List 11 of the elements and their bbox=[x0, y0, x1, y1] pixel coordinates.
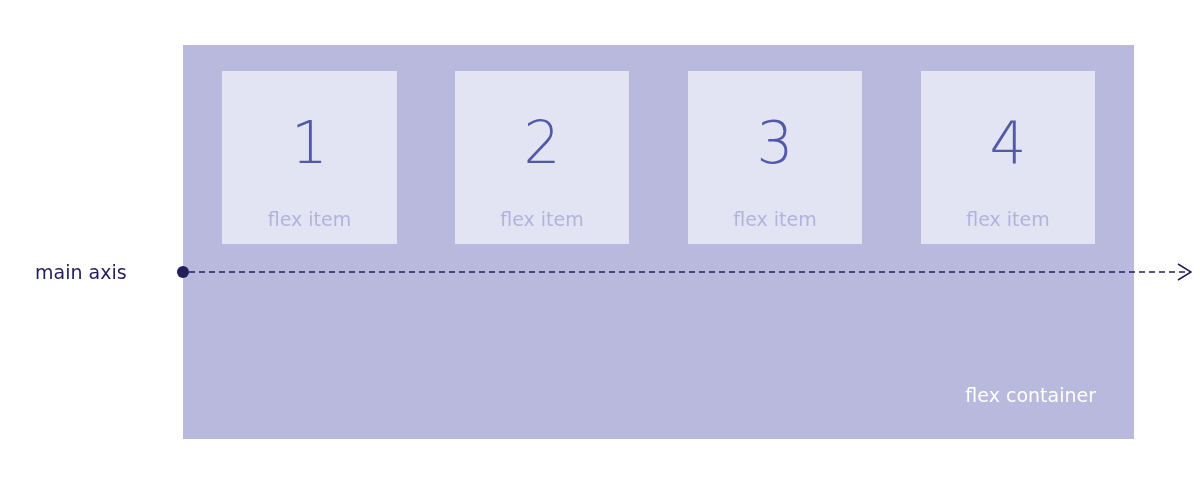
flex-item-box bbox=[455, 71, 629, 244]
item-number: 2 bbox=[523, 111, 561, 175]
container-label: flex container bbox=[965, 384, 1096, 406]
flex-item-box bbox=[688, 71, 862, 244]
item-number: 1 bbox=[291, 111, 328, 175]
flex-item-box bbox=[921, 71, 1095, 244]
flex-item-box bbox=[222, 71, 397, 244]
flex-container-box bbox=[183, 45, 1134, 439]
axis-label: main axis bbox=[35, 260, 127, 285]
item-number: 4 bbox=[989, 111, 1027, 175]
item-number: 3 bbox=[756, 111, 794, 175]
